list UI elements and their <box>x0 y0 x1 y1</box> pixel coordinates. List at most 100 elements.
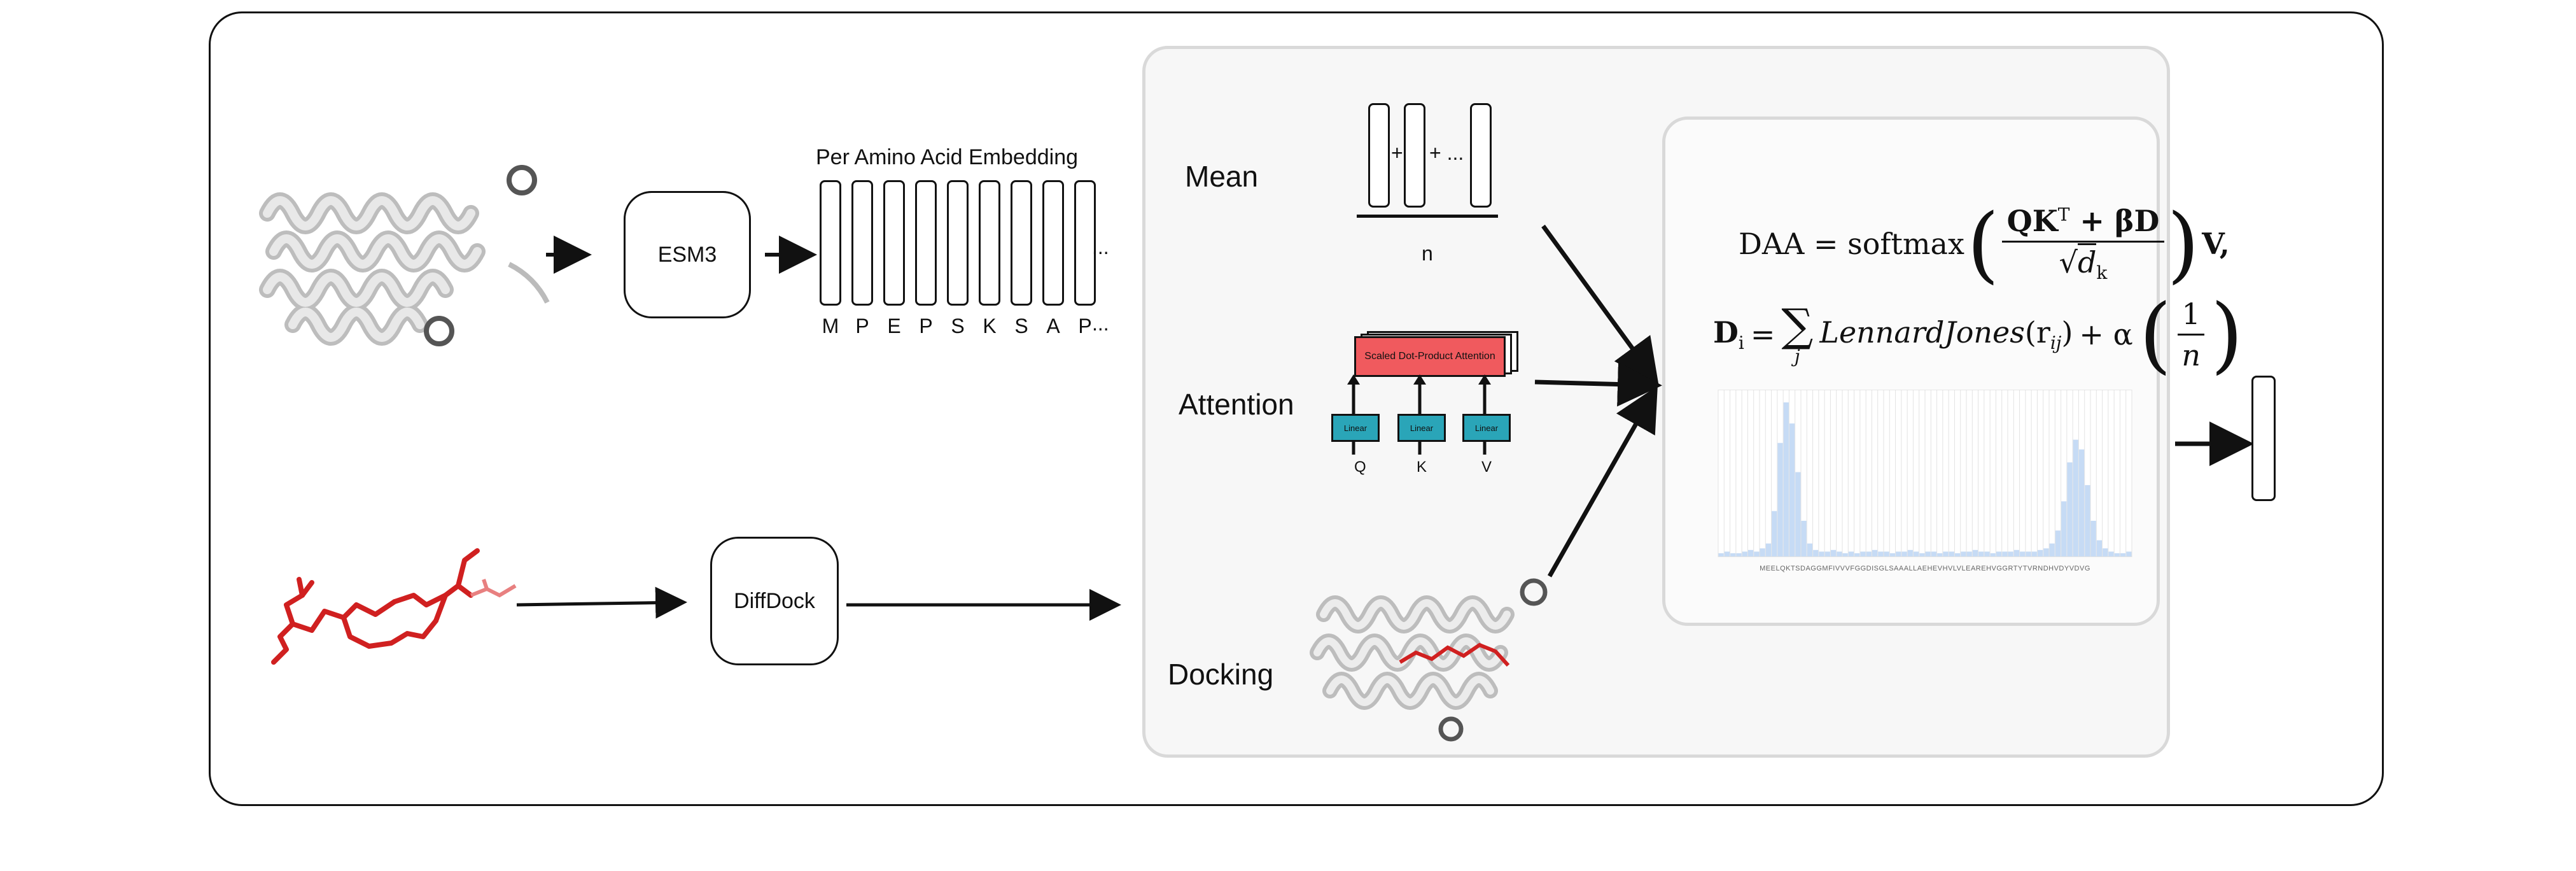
histogram-bar <box>1866 551 1872 556</box>
histogram-bar <box>2002 551 2008 556</box>
mean-plus-ellipsis: + ... <box>1429 141 1464 164</box>
histogram-bar <box>1919 553 1925 556</box>
embedding-vector <box>915 180 937 306</box>
histogram-bar <box>1901 551 1907 556</box>
input-v: V <box>1481 458 1492 476</box>
d-fn: LennardJones <box>1819 315 2025 350</box>
histogram-bar <box>1966 551 1972 556</box>
mean-label: Mean <box>1185 160 1259 193</box>
daa-den-sub: k <box>2096 262 2108 284</box>
histogram-bar <box>1747 549 1754 556</box>
embedding-title: Per Amino Acid Embedding <box>816 145 1079 169</box>
histogram-bar <box>1872 549 1878 556</box>
daa-num: QK <box>2006 204 2058 239</box>
histogram-bar <box>1801 520 1807 556</box>
linear-block-v: Linear <box>1462 414 1511 442</box>
esm3-label: ESM3 <box>657 242 717 267</box>
histogram-bar <box>1830 549 1837 556</box>
amino-acid-letter: P <box>855 315 869 337</box>
paren-left: ( <box>1966 195 1999 292</box>
histogram-bar <box>1889 553 1896 556</box>
histogram-bar <box>1937 553 1943 556</box>
histogram-bar <box>1854 553 1860 556</box>
attention-label: Attention <box>1179 388 1294 421</box>
histogram-bar <box>2096 540 2103 556</box>
mean-vector <box>1404 103 1425 208</box>
attention-diagram: Scaled Dot-Product Attention <box>1354 331 1520 377</box>
embedding-vector <box>851 180 873 306</box>
daa-lhs: DAA = softmax <box>1739 227 1964 261</box>
histogram-bar <box>2067 462 2073 556</box>
amino-acid-letter: P <box>1078 315 1092 337</box>
histogram-bar <box>2061 501 2067 556</box>
sum-symbol: ∑ <box>1781 299 1814 351</box>
histogram-bar <box>1896 551 1901 556</box>
embedding-vectors <box>820 180 1096 306</box>
histogram-bar <box>1760 548 1765 556</box>
histogram-bar <box>1772 511 1777 556</box>
amino-acid-letter: E <box>887 315 901 337</box>
histogram-bar <box>1978 551 1984 556</box>
amino-acid-letter: S <box>1014 315 1028 337</box>
histogram-bar <box>1813 549 1819 556</box>
histogram-bar <box>1807 543 1813 556</box>
histogram-bar <box>2108 551 2114 556</box>
histogram-bar <box>2008 551 2013 556</box>
embedding-letters-ellipsis: ... <box>1092 312 1109 335</box>
input-q: Q <box>1354 458 1366 476</box>
daa-sup: T <box>2057 204 2070 226</box>
embedding-vector <box>979 180 1000 306</box>
protein-structure-image <box>259 165 550 346</box>
mean-denominator: n <box>1422 242 1433 265</box>
histogram-bar <box>1754 551 1760 556</box>
histogram-bar <box>2020 551 2026 556</box>
histogram-bar <box>1742 551 1747 556</box>
ligand-molecule-image <box>271 548 517 665</box>
histogram-bar <box>1730 553 1736 556</box>
histogram-bar <box>1943 551 1949 556</box>
paren-right: ) <box>2167 195 2200 292</box>
histogram-bar <box>1907 549 1913 556</box>
amino-acid-letter: A <box>1046 315 1060 337</box>
daa-fraction: QKT + βD √dk <box>2001 204 2165 284</box>
histogram-bar <box>1913 551 1919 556</box>
histogram-bar <box>2049 543 2055 556</box>
embedding-vector <box>1074 180 1096 306</box>
embedding-vector <box>820 180 841 306</box>
histogram-bar <box>2078 449 2085 556</box>
histogram-bar <box>2120 553 2126 556</box>
esm3-node: ESM3 <box>624 191 751 318</box>
histogram-bar <box>1795 472 1801 556</box>
docking-label: Docking <box>1168 658 1274 691</box>
embedding-vector <box>947 180 969 306</box>
scaled-dot-product-attention-block: Scaled Dot-Product Attention <box>1354 336 1506 377</box>
histogram-bar <box>2090 520 2096 556</box>
d-one: 1 <box>2181 296 2201 331</box>
d-sub: i <box>1738 332 1744 354</box>
histogram-bar <box>1954 553 1961 556</box>
amino-acid-letter: M <box>822 315 839 337</box>
embedding-letters: M P E P S K S A P <box>818 315 1098 338</box>
d-eq: = <box>1750 317 1775 351</box>
histogram-bar <box>2114 553 2120 556</box>
histogram-bar <box>1860 551 1866 556</box>
attention-histogram: MEELQKTSDAGGMFIVVVFGGDISGLSAAALLAEHEVHVL… <box>1718 390 2132 572</box>
docked-protein-image <box>1310 578 1548 742</box>
histogram-bar <box>1931 551 1937 556</box>
histogram-bar <box>1789 423 1795 556</box>
sum-index: j <box>1795 346 1800 367</box>
mean-vector <box>1470 103 1492 208</box>
histogram-bar <box>2031 551 2037 556</box>
d-fraction: 1 n <box>2178 297 2204 372</box>
histogram-bar <box>1777 443 1783 556</box>
histogram-bar <box>1819 551 1824 556</box>
histogram-bar <box>1848 551 1854 556</box>
embedding-vector <box>883 180 905 306</box>
histogram-bar <box>1824 551 1830 556</box>
histogram-bar <box>1925 551 1931 556</box>
mean-plus: + <box>1391 141 1403 164</box>
histogram-bar <box>1961 551 1966 556</box>
histogram-bar <box>1783 402 1789 556</box>
histogram-bar <box>1996 551 2002 556</box>
histogram-bar <box>1765 543 1772 556</box>
